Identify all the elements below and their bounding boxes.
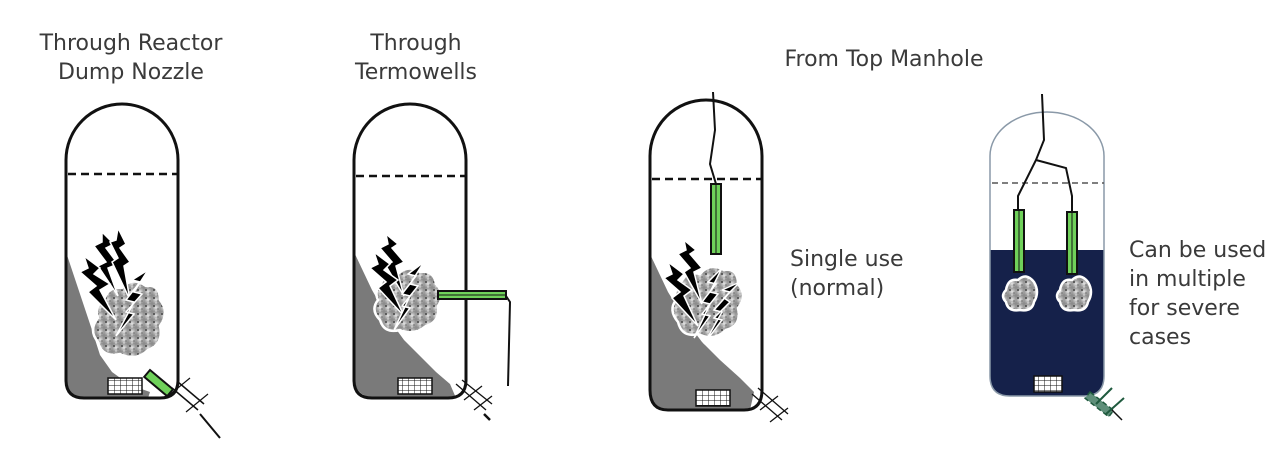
note-multiple-line3: for severe (1129, 296, 1240, 321)
outlet-nozzle (455, 379, 493, 421)
title-dump-nozzle-line2: Dump Nozzle (58, 60, 204, 85)
title-top-manhole: From Top Manhole (784, 47, 984, 72)
lightning-bolt-icon (368, 232, 425, 331)
charge-tube (710, 183, 722, 255)
note-multiple: Can be used in multiple for severe cases (1129, 236, 1266, 352)
dump-nozzle (142, 368, 221, 439)
lowering-cable (1017, 93, 1073, 212)
note-multiple-line2: in multiple (1129, 267, 1246, 292)
charge-tube (1013, 209, 1078, 275)
catalyst-bed (354, 252, 456, 398)
mesh-screen-icon (1033, 375, 1063, 393)
vessel-termowells (352, 102, 512, 421)
note-single-use-line1: Single use (790, 247, 904, 272)
lightning-bolt-icon (662, 238, 741, 345)
title-termowells-line2: Termowells (355, 60, 477, 85)
liquid-fill (990, 250, 1104, 396)
mesh-screen-icon (397, 377, 433, 395)
blast-cloud-icon (1001, 275, 1039, 312)
title-dump-nozzle-line1: Through Reactor (39, 31, 223, 56)
mesh-screen-icon (695, 389, 731, 407)
vessel-outline (648, 98, 764, 412)
vessel-outline (352, 102, 468, 400)
lowering-cable (708, 91, 717, 185)
catalyst-bed (650, 254, 754, 410)
note-multiple-line1: Can be used (1129, 238, 1267, 263)
note-multiple-line4: cases (1129, 325, 1192, 350)
vessel-top-manhole-multiple (989, 93, 1125, 421)
outlet-nozzle (751, 387, 789, 423)
title-termowells-line1: Through (370, 31, 462, 56)
thermowell (437, 290, 512, 387)
title-dump-nozzle: Through Reactor Dump Nozzle (40, 29, 223, 87)
title-termowells: Through Termowells (355, 29, 477, 87)
note-single-use: Single use (normal) (790, 245, 904, 303)
vessel-dump-nozzle (64, 102, 221, 439)
note-single-use-line2: (normal) (790, 276, 885, 301)
vessel-outline (64, 102, 180, 400)
blast-cloud-icon (1055, 275, 1093, 312)
catalyst-bed (66, 252, 150, 398)
vessel-top-manhole-single (648, 91, 789, 423)
outlet-nozzle (1084, 387, 1125, 421)
vessel-outline (989, 111, 1105, 397)
lightning-bolt-icon (78, 225, 149, 337)
mesh-screen-icon (107, 377, 143, 395)
